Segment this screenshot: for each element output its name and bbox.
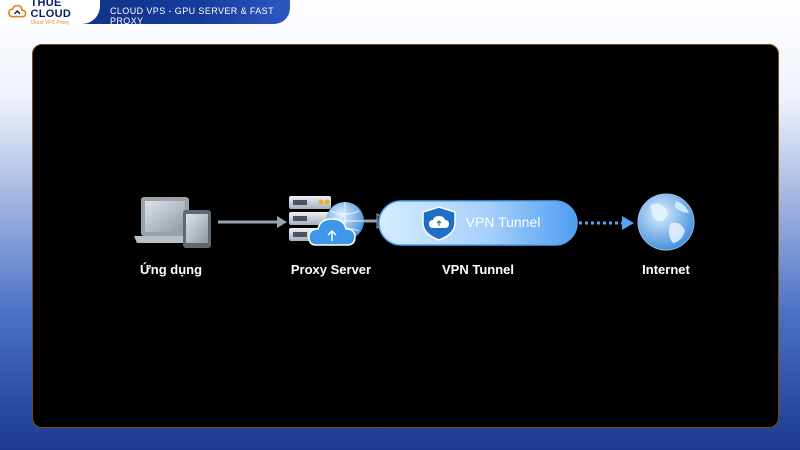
arrow-app-to-proxy <box>218 216 287 228</box>
shield-cloud-icon <box>422 206 456 241</box>
network-diagram: Ứng dụng Proxy Server <box>134 193 695 277</box>
vpn-pill-text: VPN Tunnel <box>466 214 541 230</box>
node-label-app: Ứng dụng <box>140 262 202 277</box>
node-label-internet: Internet <box>642 262 690 277</box>
node-label-proxy: Proxy Server <box>291 262 371 277</box>
diagram-panel: Ứng dụng Proxy Server <box>32 44 779 428</box>
arrow-vpn-to-internet <box>579 216 634 230</box>
brand-name: THUE CLOUD <box>30 0 72 20</box>
node-label-vpn: VPN Tunnel <box>442 262 514 277</box>
globe-icon <box>637 193 695 251</box>
devices-icon <box>134 197 211 248</box>
server-cloud-icon <box>289 196 364 246</box>
cloud-logo-icon <box>8 4 27 18</box>
top-banner: THUE CLOUD Cloud VPS Proxy CLOUD VPS - G… <box>0 0 290 26</box>
brand-subtitle: Cloud VPS Proxy <box>30 20 70 26</box>
brand-tagline: CLOUD VPS - GPU SERVER & FAST PROXY <box>110 6 274 26</box>
vpn-tunnel-pill: VPN Tunnel <box>378 200 578 246</box>
brand-logo[interactable]: THUE CLOUD Cloud VPS Proxy <box>0 0 100 26</box>
